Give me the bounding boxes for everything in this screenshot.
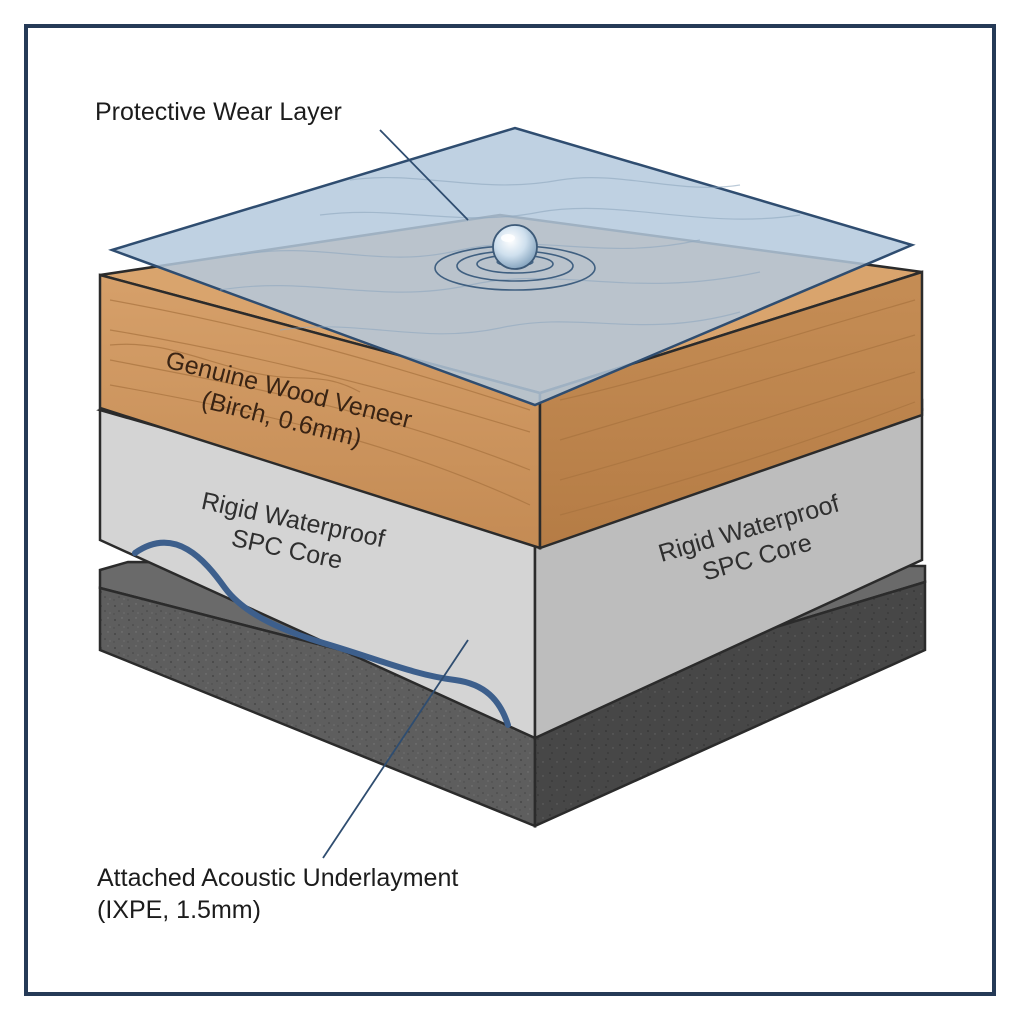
wear-layer-leader: [379, 129, 469, 221]
wear-layer-label-text: Protective Wear Layer: [95, 98, 342, 126]
wear-layer-label: Protective Wear Layer: [95, 96, 342, 128]
underlayment-label-line-2: (IXPE, 1.5mm): [97, 896, 261, 924]
acoustic-wave: [132, 539, 511, 728]
underlayment-leader: [322, 639, 469, 859]
underlayment-label: Attached Acoustic Underlayment (IXPE, 1.…: [97, 862, 458, 926]
underlayment-label-line-1: Attached Acoustic Underlayment: [97, 864, 459, 892]
water-droplet-icon: [434, 224, 596, 291]
